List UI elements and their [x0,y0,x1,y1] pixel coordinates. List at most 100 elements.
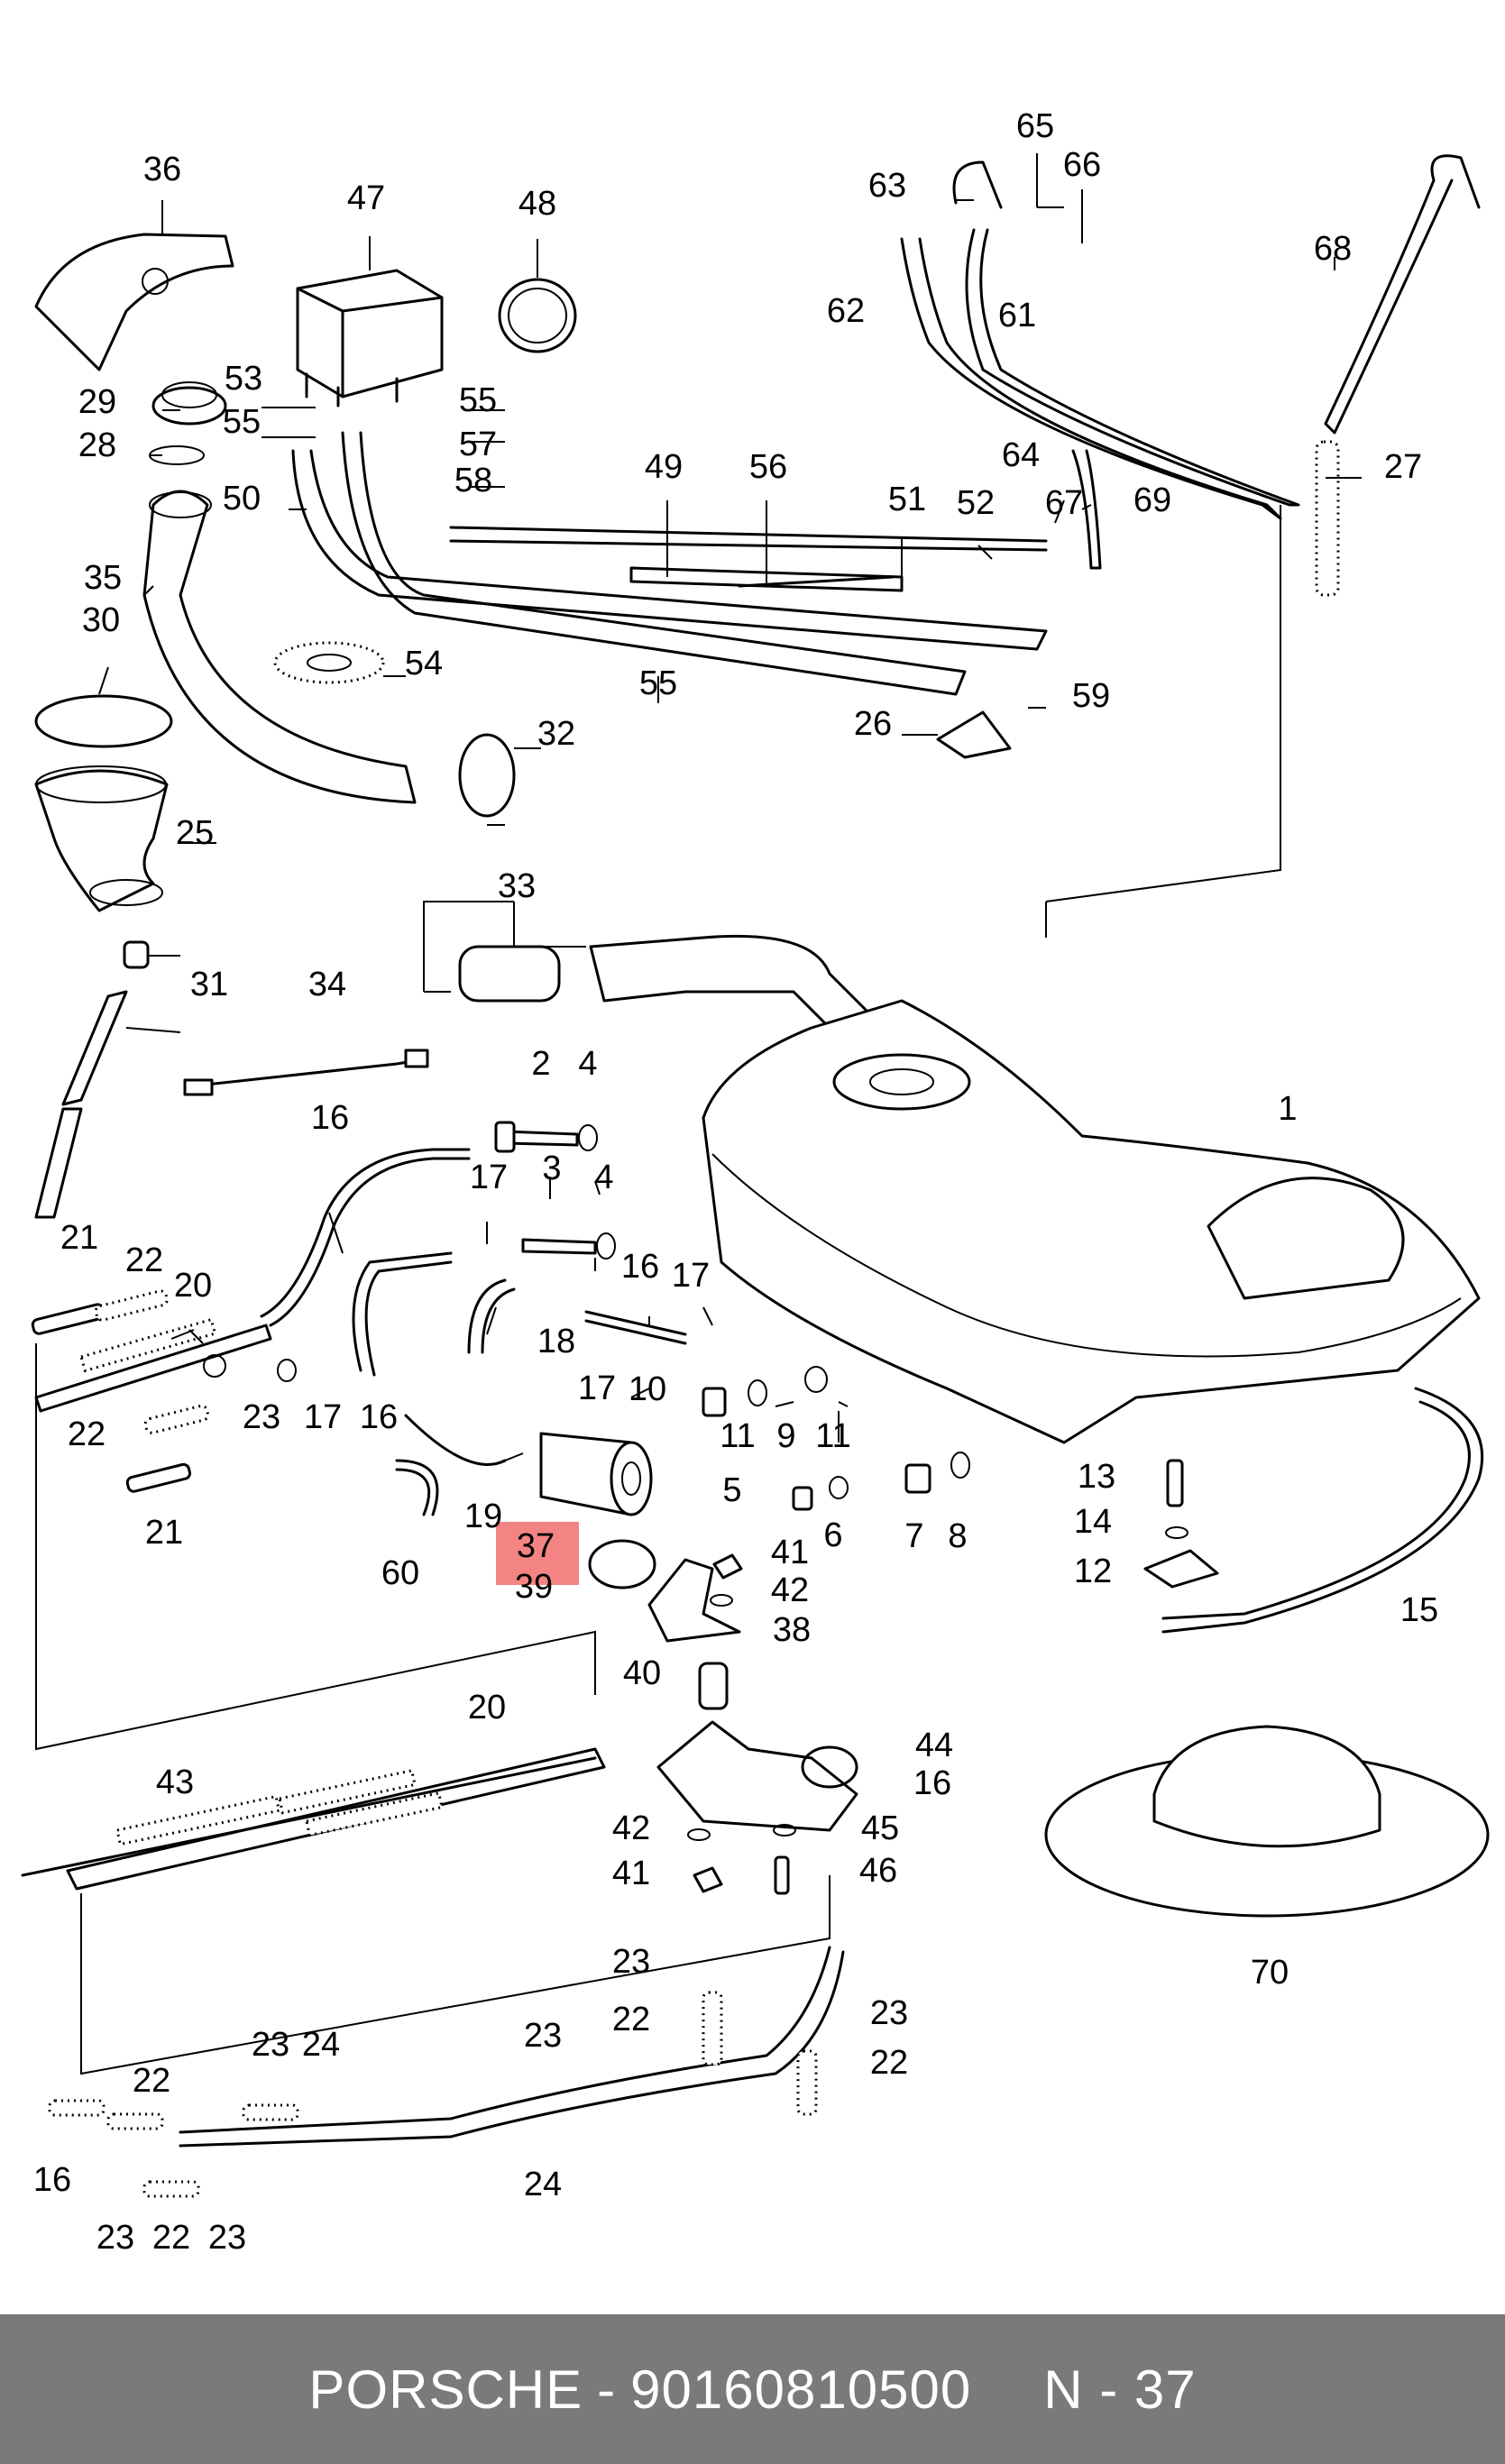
part-31-wire [183,1049,429,1096]
callout-32: 32 [537,715,575,753]
callout-23: 23 [870,1994,908,2032]
part-47-relay-box [296,269,444,408]
callout-41: 41 [612,1855,650,1892]
part-30-pad [273,641,385,684]
callout-22: 22 [612,2001,650,2038]
part-26-hose-clamp [458,733,516,818]
callout-21: 21 [60,1219,98,1257]
callout-30: 30 [82,601,120,639]
callout-6: 6 [823,1516,842,1554]
part-36-cover-plate [34,233,234,371]
callout-36: 36 [143,151,181,188]
callout-7: 7 [904,1517,923,1555]
part-70-tank-cover [1044,1725,1490,1918]
callout-23: 23 [208,2219,246,2257]
callout-15: 15 [1400,1591,1438,1629]
callout-49: 49 [645,448,683,486]
part-59-bracket [936,710,1012,759]
callout-17: 17 [672,1257,710,1295]
callout-11: 11 [815,1417,850,1455]
callout-42: 42 [771,1571,809,1609]
callout-22: 22 [870,2044,908,2082]
callout-51: 51 [888,481,926,518]
callout-66: 66 [1063,146,1101,184]
callout-22: 22 [152,2219,190,2257]
callout-31: 31 [190,966,228,1003]
part-29-filler-cap [151,381,227,426]
callout-37: 37 [517,1527,555,1565]
callout-65: 65 [1016,107,1054,145]
callout-48: 48 [518,185,556,223]
callout-53: 53 [225,360,262,398]
part-20-pipe-set-lower [21,1747,606,1891]
callout-21: 21 [145,1514,183,1552]
callout-23: 23 [252,2026,289,2064]
callout-23: 23 [96,2219,134,2257]
fuel-system-exploded-diagram: 3647486566636862612953552855575058495651… [21,107,1490,2257]
callout-29: 29 [78,383,116,421]
separator: - [597,2359,617,2420]
callout-17: 17 [304,1398,342,1436]
part-69-hose [1315,440,1340,597]
callout-14: 14 [1074,1503,1112,1541]
callout-20: 20 [468,1689,506,1727]
callout-57: 57 [459,426,497,463]
part-20-pipe-set-upper [34,1317,272,1413]
callout-2: 2 [531,1045,550,1083]
part-15-tank-strap [1161,1387,1484,1634]
part-12-block [1143,1549,1219,1589]
callout-16: 16 [621,1248,659,1286]
callout-26: 26 [854,705,892,743]
callout-3: 3 [542,1150,561,1187]
callout-16: 16 [33,2161,71,2199]
callout-8: 8 [948,1517,967,1555]
callout-22: 22 [68,1415,106,1453]
part-35-clamp-ring [34,694,173,748]
callout-56: 56 [749,448,787,486]
callout-24: 24 [524,2166,562,2203]
part-14-washer [1165,1526,1188,1539]
callout-43: 43 [156,1763,194,1801]
callout-46: 46 [859,1852,897,1890]
callout-10: 10 [629,1370,666,1408]
part-25-hose-connector [458,934,876,1030]
callout-20: 20 [174,1267,212,1305]
callout-38: 38 [773,1611,811,1649]
callout-23: 23 [612,1943,650,1981]
callout-44: 44 [915,1727,953,1764]
part-48-seal-ring [498,278,577,353]
callout-23: 23 [524,2017,562,2055]
part-13-bolt [1166,1459,1184,1507]
part-37-fuel-pump [539,1432,653,1516]
callout-5: 5 [722,1471,741,1509]
connectors-21-22-23 [31,1289,818,2198]
part-43-bracket [656,1720,858,1832]
callout-9: 9 [776,1417,795,1455]
callout-19: 19 [464,1498,502,1535]
fasteners [203,1121,970,1895]
callout-22: 22 [125,1241,163,1279]
callout-16: 16 [913,1764,951,1802]
callout-1: 1 [1278,1090,1297,1128]
part-number: 90160810500 [630,2359,972,2420]
callout-60: 60 [381,1554,419,1592]
callout-70: 70 [1251,1954,1289,1992]
callout-24: 24 [302,2026,340,2064]
callout-39: 39 [515,1568,553,1606]
callout-50: 50 [223,480,261,518]
part-16-fuel-lines [260,1148,687,1466]
callout-67: 67 [1045,484,1083,522]
callout-25: 25 [176,814,214,852]
callout-41: 41 [771,1534,809,1571]
callout-40: 40 [623,1654,661,1692]
callout-62: 62 [827,292,865,330]
brand-name: PORSCHE [308,2359,583,2420]
callout-69: 69 [1133,481,1171,519]
callout-61: 61 [998,297,1036,334]
part-1-fuel-tank [702,999,1481,1444]
callout-13: 13 [1078,1458,1115,1496]
callout-68: 68 [1314,230,1352,268]
callout-35: 35 [84,559,122,597]
part-33-cap [123,940,150,969]
